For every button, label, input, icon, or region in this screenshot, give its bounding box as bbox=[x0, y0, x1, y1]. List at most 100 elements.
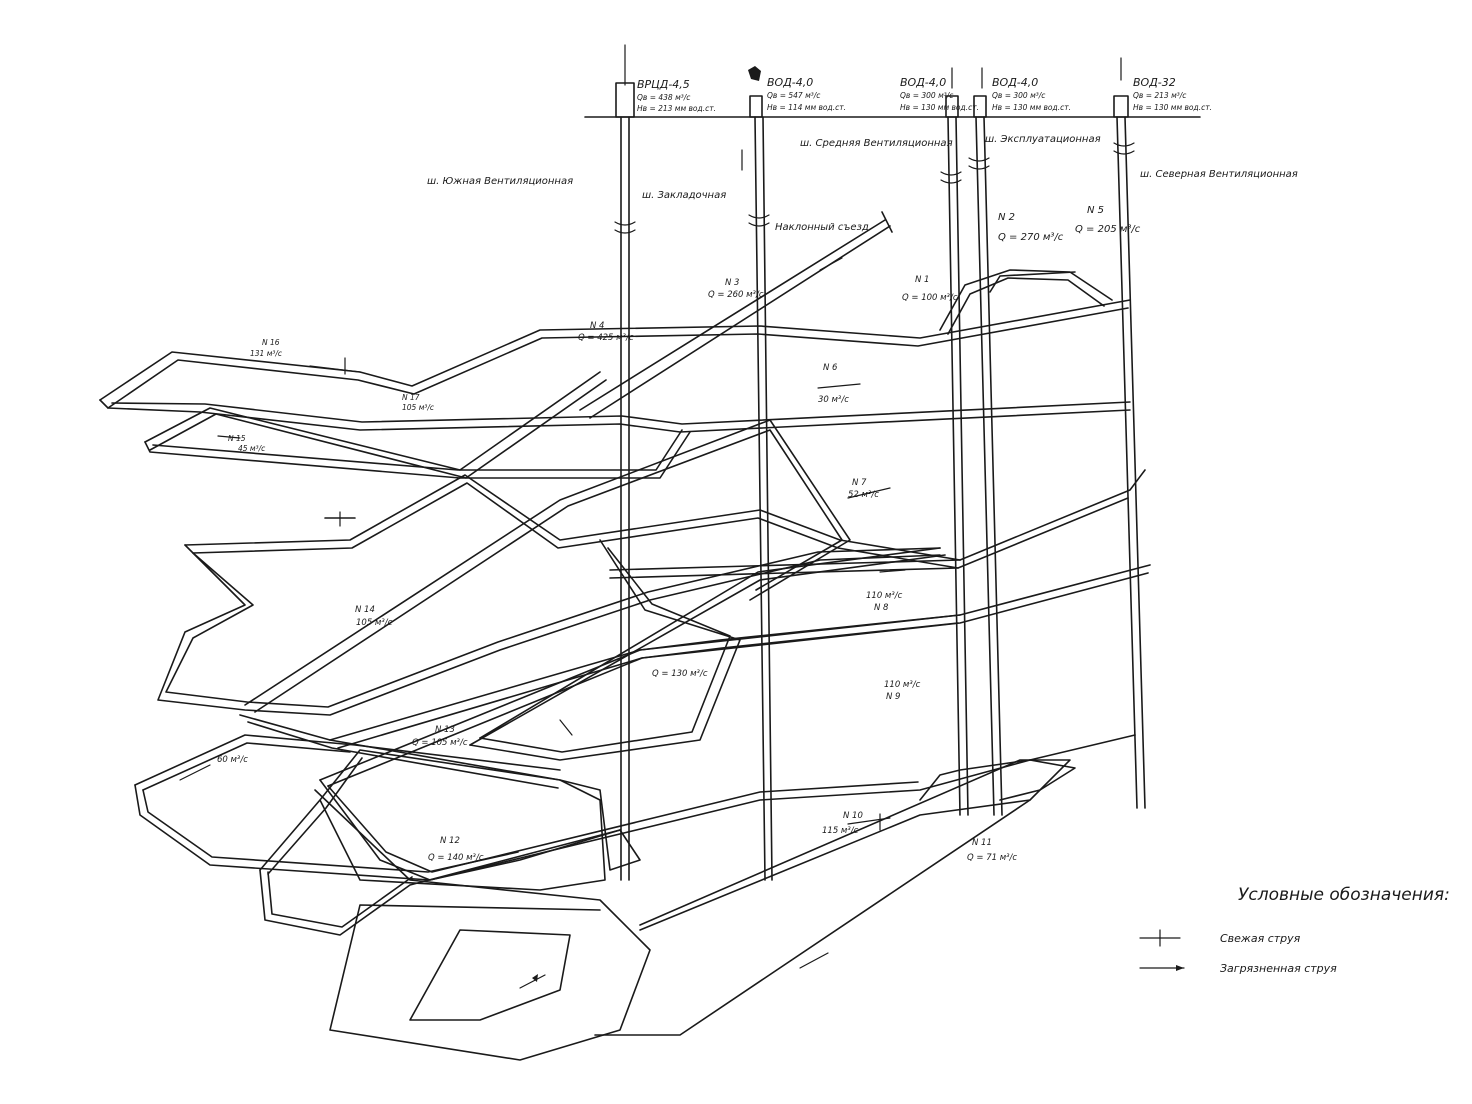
fan-label-2: ВОД-4,0 Qв = 547 м³/с Hв = 114 мм вод.ст… bbox=[767, 76, 846, 112]
svg-text:N 12: N 12 bbox=[440, 836, 460, 846]
legend: Условные обозначения: Свежая струя Загря… bbox=[1139, 885, 1450, 975]
svg-text:ВОД-4,0: ВОД-4,0 bbox=[767, 76, 813, 89]
svg-text:N 14: N 14 bbox=[355, 605, 375, 615]
svg-text:Q = 105 м³/с: Q = 105 м³/с bbox=[412, 738, 468, 748]
svg-text:N 15: N 15 bbox=[228, 434, 246, 443]
level-3 bbox=[134, 559, 1151, 881]
station-n13: N 13 Q = 105 м³/с bbox=[412, 725, 468, 748]
svg-text:Загрязненная струя: Загрязненная струя bbox=[1220, 962, 1337, 975]
station-n10: N 10 115 м³/с bbox=[822, 811, 863, 836]
station-n8: 110 м³/с N 8 bbox=[866, 591, 903, 613]
svg-text:Qв = 213 м³/с: Qв = 213 м³/с bbox=[1133, 91, 1187, 100]
station-n12: N 12 Q = 140 м³/с bbox=[428, 836, 484, 863]
svg-text:N 5: N 5 bbox=[1087, 205, 1104, 216]
svg-text:Свежая струя: Свежая струя bbox=[1220, 932, 1301, 945]
fan-label-3: ВОД-4,0 Qв = 300 м³/с Hв = 130 мм вод.ст… bbox=[900, 76, 979, 112]
station-n17: N 17 105 м³/с bbox=[402, 393, 435, 412]
svg-text:N 10: N 10 bbox=[843, 811, 863, 821]
svg-text:Q = 260 м³/с: Q = 260 м³/с bbox=[708, 290, 764, 300]
svg-text:N 3: N 3 bbox=[725, 278, 739, 288]
svg-text:N 17: N 17 bbox=[402, 393, 420, 402]
svg-text:Q = 270 м³/с: Q = 270 м³/с bbox=[998, 232, 1064, 243]
fan-2-mark bbox=[748, 66, 761, 81]
svg-text:Q = 425 м³/с: Q = 425 м³/с bbox=[578, 333, 634, 343]
shaft-operational bbox=[968, 67, 1003, 816]
svg-text:Hв = 130 мм вод.ст.: Hв = 130 мм вод.ст. bbox=[1133, 103, 1212, 112]
station-n15: N 15 45 м³/с bbox=[228, 434, 266, 453]
svg-text:Q = 71 м³/с: Q = 71 м³/с bbox=[967, 853, 1017, 863]
station-n1: N 1 Q = 100 м³/с bbox=[902, 275, 958, 303]
fan-box-1 bbox=[615, 82, 635, 118]
svg-text:Qв = 300 м³/с: Qв = 300 м³/с bbox=[992, 91, 1046, 100]
svg-text:N 6: N 6 bbox=[823, 363, 838, 373]
shaft-middle bbox=[940, 67, 969, 816]
station-n7: N 7 52 м³/с bbox=[848, 478, 879, 500]
label-south-shaft: ш. Южная Вентиляционная bbox=[427, 176, 573, 187]
svg-text:Hв = 130 мм вод.ст.: Hв = 130 мм вод.ст. bbox=[992, 103, 1071, 112]
svg-text:Hв = 114 мм вод.ст.: Hв = 114 мм вод.ст. bbox=[767, 103, 846, 112]
flow-q60: 60 м³/с bbox=[217, 755, 248, 765]
svg-text:N 13: N 13 bbox=[435, 725, 455, 735]
station-n6: N 6 30 м³/с bbox=[818, 363, 849, 405]
svg-text:131 м³/с: 131 м³/с bbox=[250, 349, 283, 358]
station-n3: N 3 Q = 260 м³/с bbox=[708, 278, 764, 300]
station-n4: N 4 Q = 425 м³/с bbox=[578, 321, 634, 343]
svg-text:ВОД-32: ВОД-32 bbox=[1133, 76, 1176, 89]
label-middle-shaft: ш. Средняя Вентиляционная bbox=[800, 138, 953, 149]
level-4 bbox=[179, 734, 1136, 1061]
svg-text:ВРЦД-4,5: ВРЦД-4,5 bbox=[637, 78, 690, 91]
shaft-backfill bbox=[741, 116, 773, 881]
fan-box-5 bbox=[1113, 95, 1129, 118]
svg-text:115 м³/с: 115 м³/с bbox=[822, 826, 859, 836]
svg-text:N 8: N 8 bbox=[874, 603, 889, 613]
station-n2: N 2 Q = 270 м³/с bbox=[998, 212, 1064, 243]
svg-text:N 11: N 11 bbox=[972, 838, 992, 848]
svg-text:Q = 205 м³/с: Q = 205 м³/с bbox=[1075, 224, 1141, 235]
station-n16: N 16 131 м³/с bbox=[250, 338, 283, 358]
svg-text:Qв = 300 м³/с: Qв = 300 м³/с bbox=[900, 91, 954, 100]
svg-text:ВОД-4,0: ВОД-4,0 bbox=[992, 76, 1038, 89]
fan-box-3 bbox=[945, 95, 959, 118]
station-n9: 110 м³/с N 9 bbox=[884, 680, 921, 702]
svg-text:30 м³/с: 30 м³/с bbox=[818, 395, 849, 405]
svg-text:Qв = 438 м³/с: Qв = 438 м³/с bbox=[637, 93, 691, 102]
label-incline: Наклонный съезд bbox=[775, 222, 869, 233]
svg-text:Hв = 130 мм вод.ст.: Hв = 130 мм вод.ст. bbox=[900, 103, 979, 112]
fan-box-4 bbox=[973, 95, 987, 118]
svg-text:Qв = 547 м³/с: Qв = 547 м³/с bbox=[767, 91, 821, 100]
svg-text:45 м³/с: 45 м³/с bbox=[238, 444, 266, 453]
svg-text:N 7: N 7 bbox=[852, 478, 867, 488]
fan-label-4: ВОД-4,0 Qв = 300 м³/с Hв = 130 мм вод.ст… bbox=[992, 76, 1071, 112]
fan-label-1: ВРЦД-4,5 Qв = 438 м³/с Hв = 213 мм вод.с… bbox=[637, 78, 716, 113]
svg-text:N 2: N 2 bbox=[998, 212, 1015, 223]
svg-text:110 м³/с: 110 м³/с bbox=[884, 680, 921, 690]
shaft-south bbox=[614, 44, 636, 881]
fan-box-2 bbox=[749, 95, 763, 118]
label-north-shaft: ш. Северная Вентиляционная bbox=[1140, 169, 1298, 180]
svg-text:52 м³/с: 52 м³/с bbox=[848, 490, 879, 500]
svg-text:Q = 100 м³/с: Q = 100 м³/с bbox=[902, 293, 958, 303]
svg-text:N 16: N 16 bbox=[262, 338, 280, 347]
station-n5: N 5 Q = 205 м³/с bbox=[1075, 205, 1141, 235]
shaft-north bbox=[1113, 57, 1146, 809]
incline-drift bbox=[579, 211, 893, 419]
station-n11: N 11 Q = 71 м³/с bbox=[967, 838, 1017, 863]
station-n14: N 14 105 м³/с bbox=[355, 605, 393, 628]
label-operational-shaft: ш. Эксплуатационная bbox=[985, 134, 1101, 145]
label-backfill-shaft: ш. Закладочная bbox=[642, 190, 726, 201]
fan-label-5: ВОД-32 Qв = 213 м³/с Hв = 130 мм вод.ст. bbox=[1133, 76, 1212, 112]
svg-text:110 м³/с: 110 м³/с bbox=[866, 591, 903, 601]
svg-text:N 4: N 4 bbox=[590, 321, 604, 331]
svg-text:105 м³/с: 105 м³/с bbox=[402, 403, 435, 412]
svg-text:N 1: N 1 bbox=[915, 275, 929, 285]
svg-text:105 м³/с: 105 м³/с bbox=[356, 618, 393, 628]
svg-text:ВОД-4,0: ВОД-4,0 bbox=[900, 76, 946, 89]
svg-text:Условные обозначения:: Условные обозначения: bbox=[1238, 885, 1450, 905]
flow-q130: Q = 130 м³/с bbox=[652, 669, 708, 679]
level-2 bbox=[157, 419, 1146, 761]
level-1 bbox=[99, 269, 1131, 479]
svg-text:N 9: N 9 bbox=[886, 692, 900, 702]
svg-text:Q = 140 м³/с: Q = 140 м³/с bbox=[428, 853, 484, 863]
svg-text:Hв = 213 мм вод.ст.: Hв = 213 мм вод.ст. bbox=[637, 104, 716, 113]
